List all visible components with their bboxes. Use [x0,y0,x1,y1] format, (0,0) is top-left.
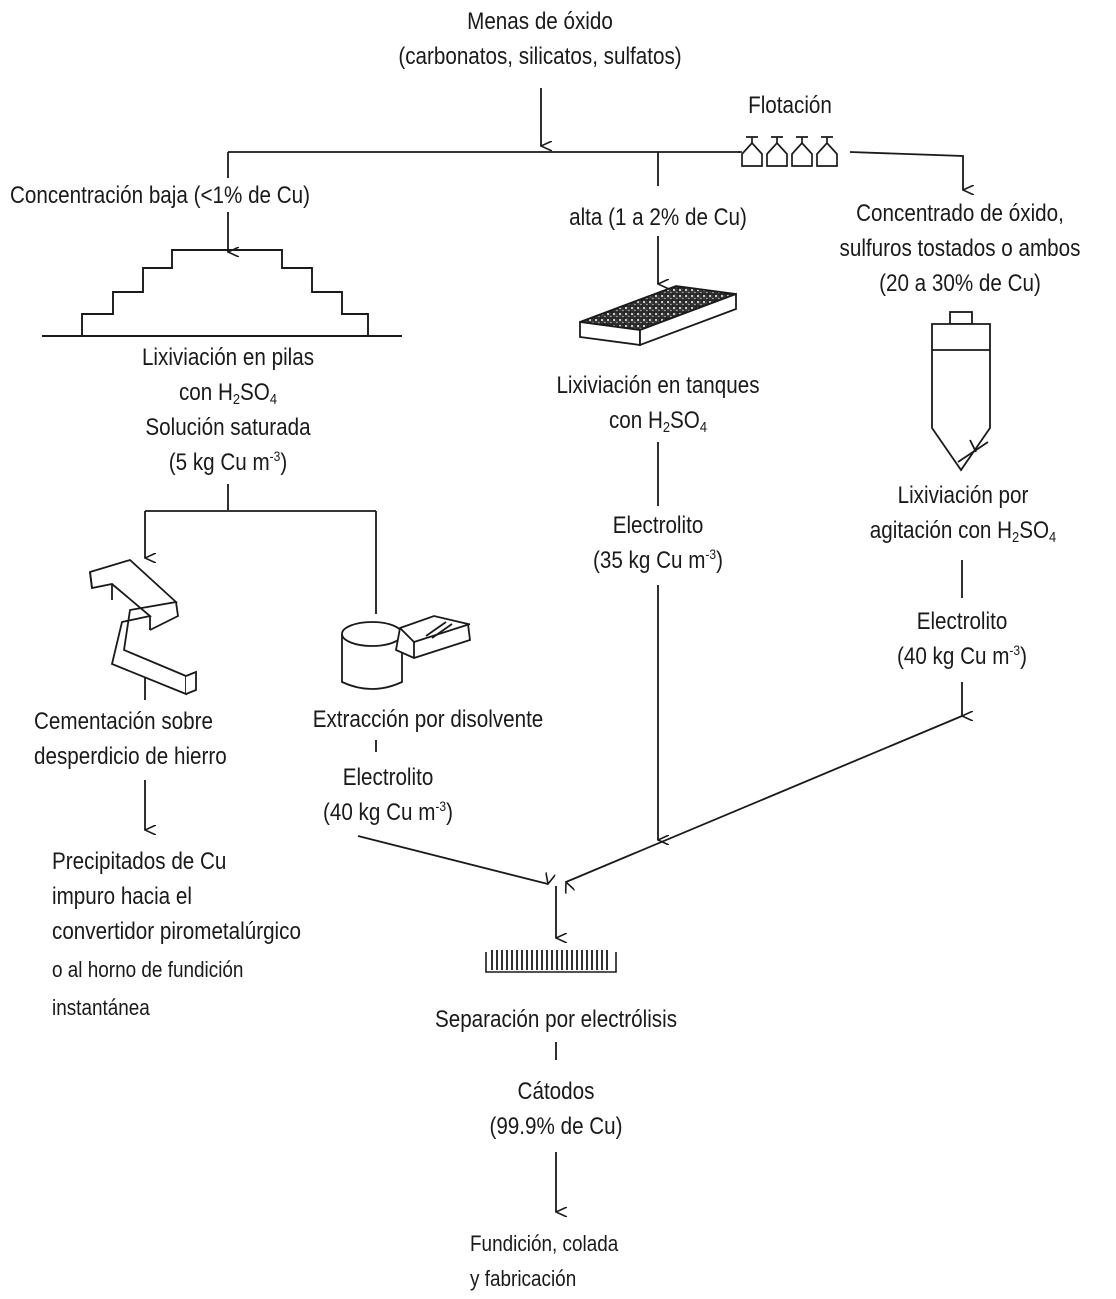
ore-line1: Menas de óxido [467,8,613,35]
cementation-launder-icon [89,558,197,696]
cementation-line2: desperdicio de hierro [34,743,227,770]
ore-line2: (carbonatos, silicatos, sulfatos) [398,43,682,70]
electrolyte-left-line1: Electrolito [342,764,434,791]
tank-line2: con H2SO4 [608,407,708,436]
agitation-line2: agitación con H2SO4 [869,517,1057,546]
cathodes-node: Cátodos (99.9% de Cu) [461,1074,650,1144]
solvent-extraction-icon [341,615,471,690]
electrolyte-mid-line1: Electrolito [612,512,704,539]
electrolyte-right-line2: (40 kg Cu m-3) [896,642,1027,670]
precipitates-line1: Precipitados de Cu [52,848,227,875]
high-concentration-label: alta (1 a 2% de Cu) [569,204,747,231]
tank-line1: Lixiviación en tanques [556,372,760,399]
precipitates-line5: instantánea [52,995,150,1020]
heap-line2: con H2SO4 [178,379,278,408]
casting-line1: Fundición, colada [470,1231,619,1256]
precipitates-node: Precipitados de Cu impuro hacia el conve… [52,844,301,1025]
electrolyte-mid-line2: (35 kg Cu m-3) [592,546,723,574]
heap-leach-node: Lixiviación en pilas con H2SO4 Solución … [99,340,357,480]
agitation-line1: Lixiviación por [897,482,1029,509]
ore-node: Menas de óxido (carbonatos, silicatos, s… [359,4,720,74]
heap-line3: Solución saturada [145,414,311,441]
concentrate-line3: (20 a 30% de Cu) [879,270,1041,297]
cementation-line1: Cementación sobre [34,708,213,735]
flotation-to-concentrate-connector [849,151,963,190]
low-concentration-label: Concentración baja (<1% de Cu) [10,182,311,209]
solvent-extraction-label: Extracción por disolvente [312,706,544,733]
cementation-node: Cementación sobre desperdicio de hierro [34,704,227,774]
left-merge-connector [357,835,548,884]
heap-leach-pile-icon [42,249,402,337]
electrolyte-right-node: Electrolito (40 kg Cu m-3) [867,604,1056,674]
electrowinning-label: Separación por electrólisis [434,1006,678,1033]
electrowinning-cell-icon [485,950,617,973]
concentrate-node: Concentrado de óxido, sulfuros tostados … [827,196,1094,301]
electrolyte-left-node: Electrolito (40 kg Cu m-3) [293,760,482,830]
flotation-label: Flotación [748,92,832,119]
right-merge-connector [566,715,963,882]
tank-leach-node: Lixiviación en tanques con H2SO4 [548,368,768,438]
cathodes-line2: (99.9% de Cu) [489,1113,623,1140]
precipitates-line2: impuro hacia el [52,883,192,910]
cathodes-line1: Cátodos [517,1078,595,1105]
heap-line1: Lixiviación en pilas [141,344,315,371]
agitation-leach-node: Lixiviación por agitación con H2SO4 [856,478,1071,548]
concentrate-line1: Concentrado de óxido, [856,200,1064,227]
casting-node: Fundición, colada y fabricación [470,1226,618,1296]
concentrate-line2: sulfuros tostados o ambos [839,235,1081,262]
precipitates-line4: o al horno de fundición [52,957,244,982]
casting-line2: y fabricación [470,1266,577,1291]
electrolyte-right-line1: Electrolito [916,608,1008,635]
agitation-tank-icon [931,311,991,472]
leach-tank-icon [579,285,737,347]
electrolyte-mid-node: Electrolito (35 kg Cu m-3) [563,508,752,578]
electrolyte-left-line2: (40 kg Cu m-3) [322,798,453,826]
heap-line4: (5 kg Cu m-3) [168,448,288,476]
flotation-cells-icon [738,136,838,167]
precipitates-line3: convertidor pirometalúrgico [52,918,301,945]
